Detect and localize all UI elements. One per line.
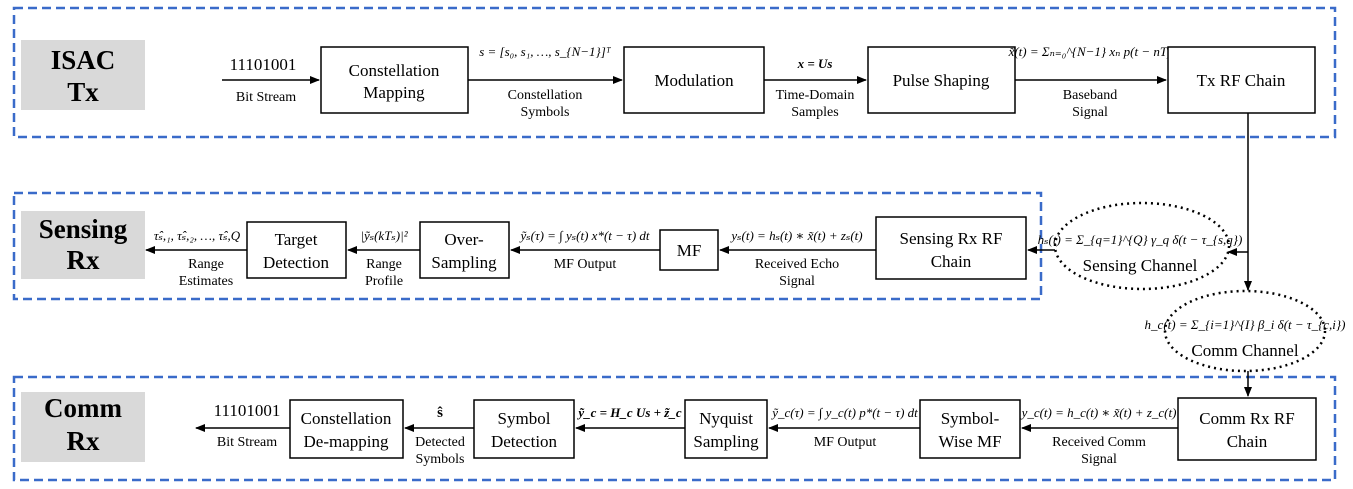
symbol-detection-line2: Detection bbox=[491, 432, 558, 451]
comm-rx-frame bbox=[12, 375, 1337, 482]
constellation-symbols-line1: Constellation bbox=[508, 88, 583, 103]
baseband-line2: Signal bbox=[1072, 105, 1108, 120]
target-detection-line1: Target bbox=[275, 230, 318, 249]
time-domain-line2: Samples bbox=[791, 105, 838, 120]
comm-mf-output-label: MF Output bbox=[814, 435, 877, 450]
symbol-detection-line1: Symbol bbox=[498, 409, 551, 428]
received-comm-line1: Received Comm bbox=[1052, 435, 1146, 450]
s-vector-eq: s = [s₀, s₁, …, s_{N−1}]ᵀ bbox=[479, 44, 612, 59]
ys-eq: yₛ(t) = hₛ(t) ∗ x̃(t) + zₛ(t) bbox=[729, 228, 862, 243]
sensing-rx-label-line2: Rx bbox=[67, 245, 100, 275]
comm-rx-rf-block: Comm Rx RF Chain bbox=[1177, 397, 1317, 461]
constellation-symbols-line2: Symbols bbox=[520, 105, 569, 120]
comm-rx-label-line2: Rx bbox=[67, 426, 100, 456]
isac-tx-label-line1: ISAC bbox=[51, 45, 116, 75]
mf-block: MF bbox=[659, 229, 719, 271]
range-profile-line1: Range bbox=[366, 257, 402, 272]
tx-rf-chain-label: Tx RF Chain bbox=[1197, 71, 1286, 90]
demapping-line2: De-mapping bbox=[304, 432, 389, 451]
constellation-demapping-block: Constellation De-mapping bbox=[289, 399, 404, 459]
received-comm-line2: Signal bbox=[1081, 452, 1117, 467]
comm-rx-label-line1: Comm bbox=[44, 393, 122, 423]
comm-channel: h_c(t) = Σ_{i=1}^{I} β_i δ(t − τ_{c,i}) … bbox=[1145, 289, 1346, 373]
received-echo-line2: Signal bbox=[779, 274, 815, 289]
received-echo-line1: Received Echo bbox=[755, 257, 839, 272]
comm-rx-rf-line2: Chain bbox=[1227, 432, 1268, 451]
tx-bit-stream-label: Bit Stream bbox=[236, 90, 296, 105]
demapping-line1: Constellation bbox=[301, 409, 392, 428]
sensing-rx-rf-line1: Sensing Rx RF bbox=[900, 229, 1003, 248]
oversampling-block: Over- Sampling bbox=[419, 221, 510, 279]
sensing-rx-label: Sensing Rx bbox=[21, 211, 145, 279]
range-profile-line2: Profile bbox=[365, 274, 403, 289]
sensing-channel-eq: hₛ(t) = Σ_{q=1}^{Q} γ_q δ(t − τ_{s,q}) bbox=[1038, 232, 1243, 247]
sensing-rx-frame bbox=[12, 191, 1043, 301]
sensing-channel-name: Sensing Channel bbox=[1083, 256, 1198, 275]
nyquist-sampling-line2: Sampling bbox=[693, 432, 759, 451]
sensing-mf-eq: ỹₛ(τ) = ∫ yₛ(t) x*(t − τ) dt bbox=[518, 228, 649, 244]
symbol-detection-block: Symbol Detection bbox=[473, 399, 575, 459]
constellation-mapping-block: Constellation Mapping bbox=[320, 46, 469, 114]
nyquist-sampling-line1: Nyquist bbox=[699, 409, 753, 428]
sensing-mf-output-label: MF Output bbox=[554, 257, 617, 272]
pulse-shaping-label: Pulse Shaping bbox=[893, 71, 990, 90]
comm-bits: 11101001 bbox=[214, 401, 281, 420]
isac-tx-label-line2: Tx bbox=[67, 77, 99, 107]
comm-rx-rf-line1: Comm Rx RF bbox=[1199, 409, 1294, 428]
sensing-rx-rf-block: Sensing Rx RF Chain bbox=[875, 216, 1027, 280]
xt-eq: x̃(t) = Σₙ₌₀^{N−1} xₙ p(t − nT) bbox=[1008, 44, 1172, 59]
nyquist-sampling-block: Nyquist Sampling bbox=[684, 399, 768, 459]
sensing-rx-label-line1: Sensing bbox=[39, 214, 128, 244]
oversampling-line1: Over- bbox=[444, 230, 484, 249]
comm-bit-stream-label: Bit Stream bbox=[217, 435, 277, 450]
symbol-wise-mf-line2: Wise MF bbox=[938, 432, 1001, 451]
symbol-wise-mf-line1: Symbol- bbox=[941, 409, 1000, 428]
range-estimates-eq: τ̂ₛ,₁, τ̂ₛ,₂, …, τ̂ₛ,Q bbox=[154, 228, 241, 243]
modulation-block: Modulation bbox=[623, 46, 765, 114]
baseband-line1: Baseband bbox=[1063, 88, 1117, 103]
yc-eq: ỹ_c = H_c Us + z̃_c bbox=[576, 405, 681, 420]
s-hat: ŝ bbox=[437, 405, 443, 421]
isac-tx-label: ISAC Tx bbox=[21, 40, 145, 110]
pulse-shaping-block: Pulse Shaping bbox=[867, 46, 1016, 114]
comm-mf-eq: ỹ_c(τ) = ∫ y_c(t) p*(t − τ) dt bbox=[770, 405, 918, 421]
oversampling-line2: Sampling bbox=[431, 253, 497, 272]
range-estimates-line1: Range bbox=[188, 257, 224, 272]
tx-bits: 11101001 bbox=[230, 55, 297, 74]
yc-t-eq: y_c(t) = h_c(t) ∗ x̃(t) + z_c(t) bbox=[1020, 405, 1177, 420]
x-eq: x = Us bbox=[797, 56, 833, 71]
symbol-wise-mf-block: Symbol- Wise MF bbox=[919, 399, 1021, 459]
detected-symbols-line2: Symbols bbox=[415, 452, 464, 467]
comm-rx-label: Comm Rx bbox=[21, 392, 145, 462]
comm-channel-eq: h_c(t) = Σ_{i=1}^{I} β_i δ(t − τ_{c,i}) bbox=[1145, 317, 1346, 332]
comm-channel-name: Comm Channel bbox=[1191, 341, 1298, 360]
range-profile-eq: |ỹₛ(kTₛ)|² bbox=[360, 228, 408, 243]
detected-symbols-line1: Detected bbox=[415, 435, 465, 450]
tx-rf-chain-block: Tx RF Chain bbox=[1167, 46, 1316, 114]
time-domain-line1: Time-Domain bbox=[776, 88, 855, 103]
range-estimates-line2: Estimates bbox=[179, 274, 233, 289]
isac-tx-frame bbox=[12, 6, 1337, 139]
sensing-rx-rf-line2: Chain bbox=[931, 252, 972, 271]
target-detection-block: Target Detection bbox=[246, 221, 347, 279]
modulation-label: Modulation bbox=[654, 71, 734, 90]
constellation-mapping-line1: Constellation bbox=[349, 61, 440, 80]
sensing-channel: hₛ(t) = Σ_{q=1}^{Q} γ_q δ(t − τ_{s,q}) S… bbox=[1038, 201, 1243, 291]
constellation-mapping-line2: Mapping bbox=[363, 83, 425, 102]
target-detection-line2: Detection bbox=[263, 253, 330, 272]
mf-label: MF bbox=[677, 241, 702, 260]
